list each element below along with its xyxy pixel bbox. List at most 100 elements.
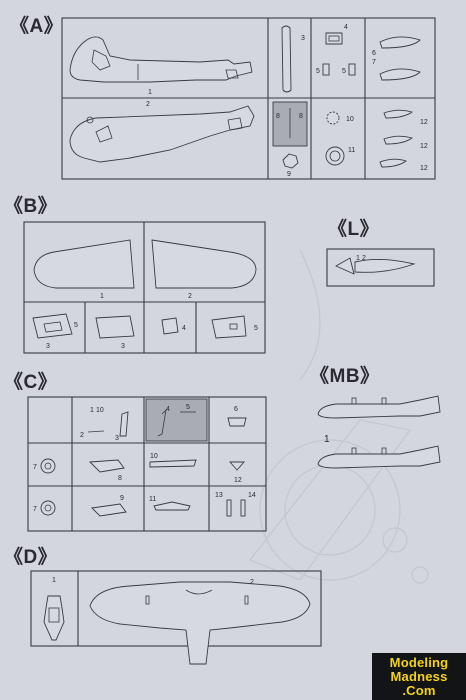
sprue-d: 《D》 1 2: [4, 545, 322, 665]
part-a6-number: 6: [372, 50, 376, 57]
part-a11-number: 11: [348, 147, 355, 154]
watermark-line-2: Madness: [390, 669, 448, 684]
part-b2-number: 2: [188, 293, 192, 300]
group-a-label: 《A》: [10, 14, 63, 37]
part-a5-left: [322, 63, 330, 76]
part-a6: [379, 36, 421, 49]
part-b1-wing-half: [33, 239, 135, 289]
part-a12-top-number: 12: [420, 119, 428, 126]
part-mb1-number: 1: [324, 434, 330, 445]
group-c-label: 《C》: [4, 370, 57, 393]
part-a12-bottom: [379, 158, 407, 168]
sprue-l: 《L》 1 2: [326, 217, 435, 287]
part-l2-canopy: [354, 259, 416, 273]
part-b5-first-number: 5: [74, 322, 78, 329]
part-a12-top: [383, 109, 413, 119]
watermark-line-1: Modeling: [389, 655, 449, 670]
part-a2-number: 2: [146, 101, 150, 108]
part-l2-number: 2: [362, 255, 366, 262]
part-c10-number: 10: [150, 453, 158, 460]
part-a4-number: 4: [344, 24, 348, 31]
part-c12: [229, 461, 245, 471]
part-b5: [211, 315, 247, 339]
part-c3: [119, 411, 129, 437]
part-c10-top-number: 10: [96, 407, 104, 414]
part-mb1-bomb-upper: [317, 395, 441, 419]
part-c11-number: 11: [149, 496, 156, 503]
part-a1-number: 1: [148, 89, 152, 96]
part-a5-right: [348, 63, 356, 76]
part-a12-middle-number: 12: [420, 143, 428, 150]
part-a10-number: 10: [346, 116, 354, 123]
part-a5-right-number: 5: [342, 68, 346, 75]
part-a7: [379, 68, 421, 81]
group-l-label: 《L》: [328, 217, 379, 240]
part-a1-fuselage-half: [69, 36, 253, 83]
part-c10: [149, 459, 197, 468]
part-c7-bottom-number: 7: [33, 506, 37, 513]
part-d2-number: 2: [250, 579, 254, 586]
sprue-d-frame: [30, 570, 322, 647]
part-a5-left-number: 5: [316, 68, 320, 75]
part-c13-number: 13: [215, 492, 223, 499]
part-c3-number: 3: [115, 435, 119, 442]
part-d1: [43, 595, 65, 641]
part-c9-number: 9: [120, 495, 124, 502]
part-b4: [161, 317, 179, 335]
part-b4-number: 4: [182, 325, 186, 332]
part-b3-left: [32, 313, 73, 339]
part-a9-number: 9: [287, 171, 291, 178]
sprue-c: 《C》 1 10 2 3 4 5 6 7 8 10 12 7: [4, 370, 267, 532]
part-a11-wheel: [325, 146, 345, 166]
group-d-label: 《D》: [4, 545, 57, 568]
part-c6-number: 6: [234, 406, 238, 413]
part-b3-left-number: 3: [46, 343, 50, 350]
part-a3-number: 3: [301, 35, 305, 42]
part-c2-number: 2: [80, 432, 84, 439]
sprue-l-frame: [326, 248, 435, 287]
watermark-line-3: .Com: [402, 683, 436, 698]
part-a9: [282, 153, 299, 169]
part-b3-right-number: 3: [121, 343, 125, 350]
part-a7-number: 7: [372, 59, 376, 66]
part-a12-middle: [383, 135, 413, 145]
part-a10-gear: [326, 111, 340, 125]
part-d2-lower-wing: [89, 581, 311, 665]
part-c4-c5-shaded-area: [145, 398, 208, 442]
part-d1-number: 1: [52, 577, 56, 584]
part-c7-wheel-bottom: [40, 500, 56, 516]
part-b3-right: [95, 315, 135, 339]
part-a3-strut: [281, 25, 292, 93]
part-c7-top-number: 7: [33, 464, 37, 471]
part-c2: [87, 430, 105, 433]
part-b5-number: 5: [254, 325, 258, 332]
part-a2-fuselage-half: [69, 105, 255, 163]
part-a12-bottom-number: 12: [420, 165, 428, 172]
part-b1-number: 1: [100, 293, 104, 300]
group-b-label: 《B》: [4, 194, 57, 217]
part-c13: [226, 499, 232, 517]
sprue-c-frame: [27, 396, 267, 532]
part-c4-number: 4: [166, 406, 170, 413]
part-c14: [240, 499, 246, 517]
part-b2-wing-half: [151, 239, 257, 289]
part-l1-number: 1: [356, 255, 360, 262]
part-c8-number: 8: [118, 475, 122, 482]
part-a8-right-number: 8: [299, 113, 303, 120]
part-c14-number: 14: [248, 492, 256, 499]
part-mb1-bomb-lower: [317, 445, 441, 469]
part-a8-left-number: 8: [276, 113, 280, 120]
part-c5-number: 5: [186, 404, 190, 411]
part-a4: [325, 32, 343, 45]
part-c11: [153, 501, 191, 511]
group-mb-label: 《MB》: [310, 364, 380, 387]
part-c1-number: 1: [90, 407, 94, 414]
modeling-madness-watermark-logo: Modeling Madness .Com: [372, 653, 466, 700]
part-c12-number: 12: [234, 477, 242, 484]
part-c8: [88, 459, 125, 473]
part-c6: [227, 417, 247, 427]
part-l1-canopy-piece: [335, 257, 355, 275]
sprue-b: 《B》 1 2 3 3 5 4 5: [4, 194, 266, 354]
part-c9: [91, 503, 127, 517]
